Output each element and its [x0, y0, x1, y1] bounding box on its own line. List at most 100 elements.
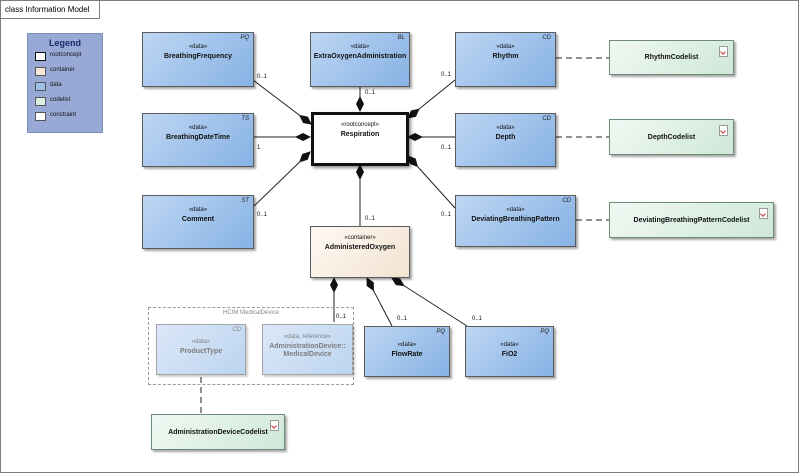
legend-item-constraint: constraint	[35, 111, 102, 123]
class-breathing-datetime[interactable]: TS «data» BreathingDateTime	[142, 113, 254, 167]
class-name: Comment	[181, 216, 215, 223]
type-tag: PQ	[540, 329, 549, 335]
multiplicity-administered-oxygen: 0..1	[365, 216, 376, 222]
edge-comment	[252, 151, 311, 208]
legend-title: Legend	[48, 38, 81, 48]
stereotype: «data»	[496, 125, 515, 131]
class-name: ProductType	[179, 348, 223, 355]
type-tag: CD	[542, 116, 551, 122]
type-tag: CD	[562, 198, 571, 204]
class-name: Rhythm	[492, 53, 519, 60]
edge-flow-rate	[366, 277, 393, 327]
stereotype: «data»	[500, 342, 519, 348]
legend-item-codelist: codelist	[35, 96, 102, 108]
legend-label: codelist	[50, 97, 71, 103]
stereotype: «data, reference»	[283, 334, 332, 340]
edge-deviating-pattern	[407, 155, 456, 209]
codelist-rhythm[interactable]: RhythmCodelist	[609, 40, 734, 75]
legend-item-rootconcept: rootconcept	[35, 51, 102, 63]
codelist-name: RhythmCodelist	[644, 54, 699, 61]
class-name: DeviatingBreathingPattern	[471, 216, 560, 223]
document-icon	[759, 208, 768, 219]
class-name: ExtraOxygenAdministration	[313, 53, 407, 60]
stereotype: «rootconcept»	[340, 122, 380, 128]
legend-swatch	[35, 82, 46, 91]
class-respiration[interactable]: «rootconcept» Respiration	[311, 112, 409, 166]
document-icon	[270, 420, 279, 431]
legend-label: constraint	[50, 112, 77, 118]
legend-swatch	[35, 97, 46, 106]
multiplicity-comment: 0..1	[257, 212, 268, 218]
class-extra-oxygen-administration[interactable]: BL «data» ExtraOxygenAdministration	[310, 32, 410, 87]
edge-breathing-frequency	[252, 79, 312, 125]
class-rhythm[interactable]: CD «data» Rhythm	[455, 32, 556, 87]
multiplicity-depth: 0..1	[441, 145, 452, 151]
edge-rhythm	[407, 79, 456, 119]
codelist-name: DeviatingBreathingPatternCodelist	[633, 216, 750, 224]
type-tag: PQ	[240, 35, 249, 41]
multiplicity-extra-oxygen: 0..1	[365, 90, 376, 96]
class-name: Depth	[495, 134, 516, 141]
type-tag: TS	[241, 116, 249, 122]
multiplicity-deviating-pattern: 0..1	[441, 212, 452, 218]
stereotype: «data»	[188, 207, 208, 213]
type-tag: PQ	[436, 329, 445, 335]
class-comment[interactable]: ST «data» Comment	[142, 195, 254, 249]
class-name: FlowRate	[391, 351, 423, 358]
stereotype: «data»	[188, 125, 208, 131]
class-product-type[interactable]: CD «data» ProductType	[156, 324, 246, 375]
class-depth[interactable]: CD «data» Depth	[455, 113, 556, 167]
package-hcim-medicaldevice[interactable]: HCIM MedicalDevice	[148, 307, 354, 385]
type-tag: BL	[397, 35, 405, 41]
legend-swatch	[35, 67, 46, 76]
multiplicity-medical-device: 0..1	[336, 314, 347, 320]
class-administered-oxygen[interactable]: «container» AdministeredOxygen	[310, 226, 410, 278]
class-medical-device[interactable]: «data, reference» AdministrationDevice::…	[262, 324, 353, 375]
legend-label: container	[50, 67, 75, 73]
codelist-name: DepthCodelist	[647, 133, 696, 141]
multiplicity-fio2: 0..1	[472, 316, 483, 322]
package-label: HCIM MedicalDevice	[222, 310, 279, 316]
class-name: Respiration	[340, 131, 380, 138]
legend-label: rootconcept	[50, 52, 82, 58]
class-name: AdministeredOxygen	[324, 244, 396, 251]
multiplicity-breathing-frequency: 0..1	[257, 74, 268, 80]
stereotype: «data»	[397, 342, 417, 348]
class-flow-rate[interactable]: PQ «data» FlowRate	[364, 326, 450, 377]
class-name-line1: AdministrationDevice::	[269, 343, 346, 350]
document-icon	[719, 125, 728, 136]
stereotype: «data»	[188, 44, 208, 50]
document-icon	[719, 46, 728, 57]
class-name: FiO2	[501, 351, 518, 358]
class-deviating-breathing-pattern[interactable]: CD «data» DeviatingBreathingPattern	[455, 195, 576, 247]
class-name-line2: MedicalDevice	[283, 351, 332, 358]
diagram-title: class Information Model	[1, 1, 101, 19]
type-tag: CD	[232, 327, 241, 333]
legend-swatch	[35, 52, 46, 61]
legend-swatch	[35, 112, 46, 121]
legend-label: data	[50, 82, 62, 88]
stereotype: «container»	[344, 235, 376, 241]
class-fio2[interactable]: PQ «data» FiO2	[465, 326, 554, 377]
stereotype: «data»	[191, 339, 211, 345]
codelist-deviating-breathing-pattern[interactable]: DeviatingBreathingPatternCodelist	[609, 202, 774, 238]
multiplicity-flow-rate: 0..1	[397, 316, 408, 322]
codelist-depth[interactable]: DepthCodelist	[609, 119, 734, 155]
legend-item-data: data	[35, 81, 102, 93]
codelist-name: AdministrationDeviceCodelist	[168, 428, 268, 436]
edge-fio2	[391, 277, 468, 327]
class-name: BreathingFrequency	[163, 53, 233, 60]
stereotype: «data»	[506, 207, 525, 213]
multiplicity-breathing-datetime: 1	[257, 145, 261, 151]
type-tag: CD	[542, 35, 551, 41]
legend-item-container: container	[35, 66, 102, 78]
class-breathing-frequency[interactable]: PQ «data» BreathingFrequency	[142, 32, 254, 87]
class-name: BreathingDateTime	[165, 134, 231, 141]
legend: Legend rootconcept container data codeli…	[27, 33, 103, 133]
stereotype: «data»	[496, 44, 515, 50]
type-tag: ST	[241, 198, 249, 204]
stereotype: «data»	[350, 44, 370, 50]
codelist-administration-device[interactable]: AdministrationDeviceCodelist	[151, 414, 285, 450]
multiplicity-rhythm: 0..1	[441, 72, 452, 78]
